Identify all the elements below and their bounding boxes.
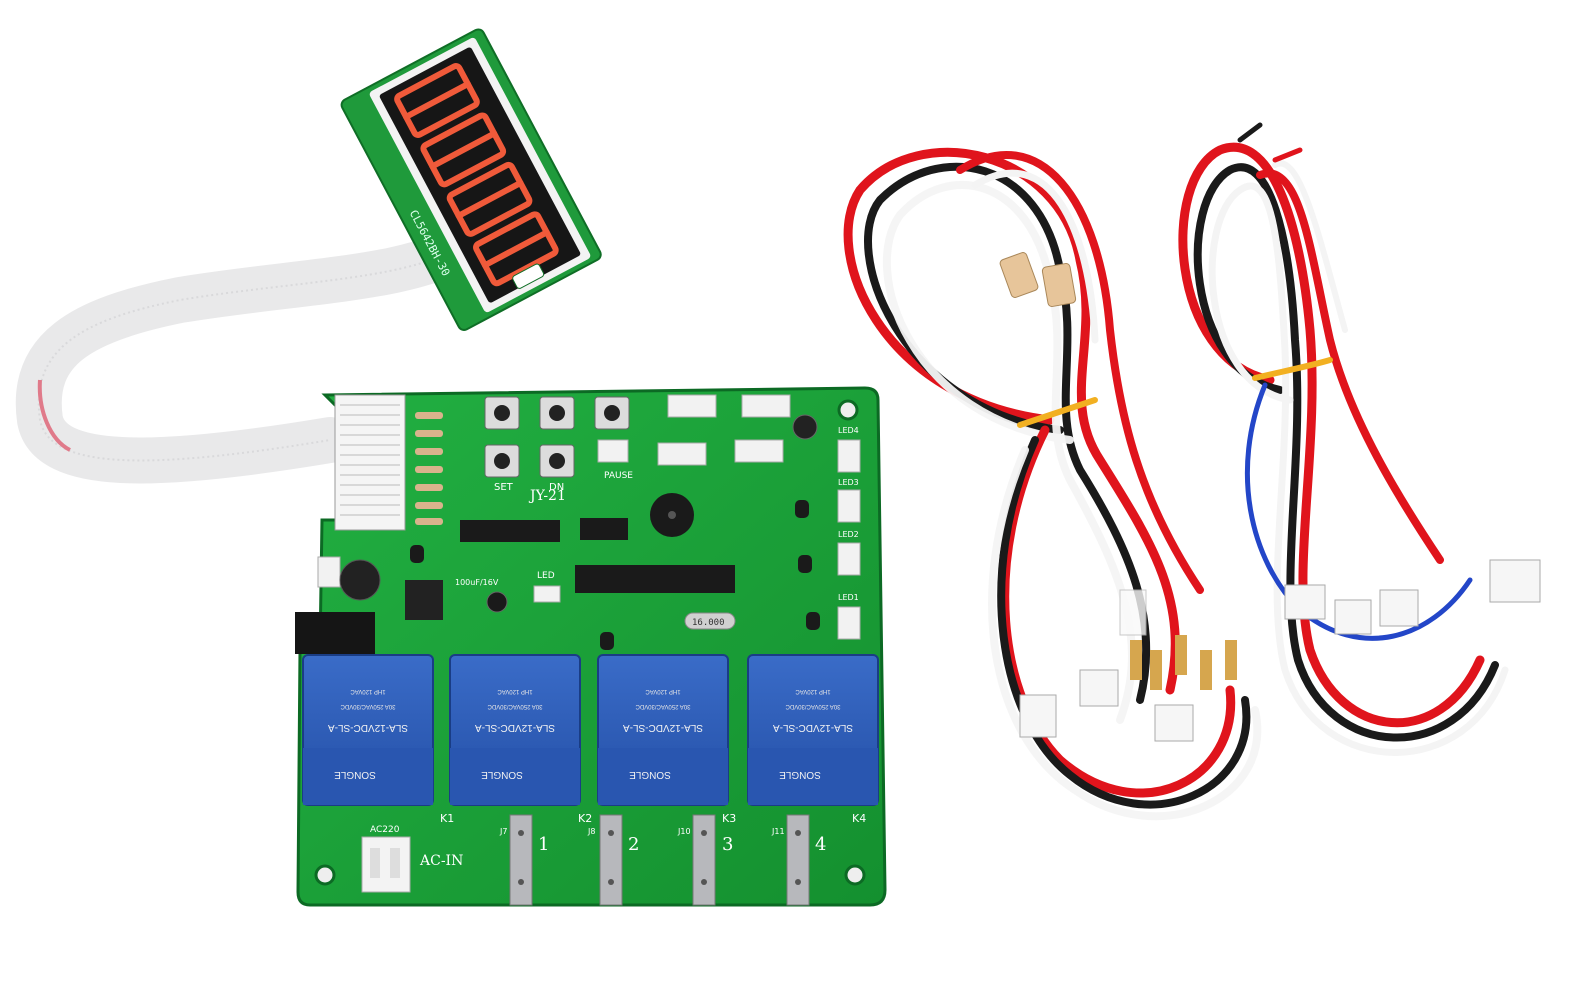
cap-label: 100uF/16V xyxy=(455,578,499,587)
relay-hp: 1HP 120VAC xyxy=(645,688,681,694)
relay-model: SLA-12VDC-SL-A xyxy=(623,722,703,733)
relay-ref: K1 xyxy=(440,812,454,825)
relay-rating: 30A 250VAC/30VDC xyxy=(785,703,841,709)
relay-hp: 1HP 120VAC xyxy=(795,688,831,694)
dc-jack xyxy=(295,612,375,654)
capacitor xyxy=(339,559,381,601)
label-dn: DN xyxy=(549,482,564,493)
display-module: CL5642BH-30 xyxy=(340,28,602,331)
jumper-label: J11 xyxy=(771,827,785,836)
jumper-label: J8 xyxy=(587,827,595,836)
ic-chip xyxy=(580,518,628,540)
resistor-array xyxy=(415,412,443,525)
relay-brand: SONGLE xyxy=(334,769,376,780)
spade-terminals xyxy=(509,814,810,906)
relay-rating: 30A 250VAC/30VDC xyxy=(487,703,543,709)
relay-ref: K4 xyxy=(852,812,866,825)
terminal-number: 4 xyxy=(815,834,826,855)
terminal-number: 3 xyxy=(722,834,733,855)
relay-model: SLA-12VDC-SL-A xyxy=(773,722,853,733)
relay-k2: SLA-12VDC-SL-A SONGLE 30A 250VAC/30VDC 1… xyxy=(449,654,581,806)
header-led3: LED3 xyxy=(838,478,859,487)
jst-connectors xyxy=(317,394,861,640)
header-led4: LED4 xyxy=(838,426,859,435)
relay-brand: SONGLE xyxy=(629,769,671,780)
spade-connectors-1 xyxy=(999,252,1237,742)
crystal xyxy=(684,612,736,630)
ic-chip xyxy=(460,520,560,542)
relay-hp: 1HP 120VAC xyxy=(497,688,533,694)
ribbon-cable xyxy=(15,217,493,484)
seven-segment-display xyxy=(394,63,559,287)
board-model: JY-21 xyxy=(528,488,566,504)
terminal-number: 2 xyxy=(628,834,639,855)
jst-plugs-2 xyxy=(1284,559,1541,635)
capacitor xyxy=(792,414,818,440)
transistors xyxy=(410,500,820,650)
relay-k1: SLA-12VDC-SL-A SONGLE 30A 250VAC/30VDC 1… xyxy=(302,654,434,806)
relay-brand: SONGLE xyxy=(779,769,821,780)
jumper-label: J7 xyxy=(499,827,507,836)
wire-harness-1 xyxy=(843,147,1262,821)
terminal-number: 1 xyxy=(538,834,549,855)
voltage-regulator xyxy=(405,580,443,620)
relay-brand: SONGLE xyxy=(481,769,523,780)
power-rating-label: AC220 xyxy=(370,825,400,835)
relay-model: SLA-12VDC-SL-A xyxy=(328,722,408,733)
microcontroller xyxy=(575,565,735,593)
relay-k4: SLA-12VDC-SL-A SONGLE 30A 250VAC/30VDC 1… xyxy=(747,654,879,806)
ribbon-connector xyxy=(334,394,406,531)
crystal-label: 16.000 xyxy=(692,618,725,628)
jumper-label: J10 xyxy=(677,827,691,836)
tact-switch xyxy=(484,396,630,478)
label-set: SET xyxy=(494,482,514,493)
relay-model: SLA-12VDC-SL-A xyxy=(475,722,555,733)
led-label: LED xyxy=(537,571,555,581)
power-label: AC-IN xyxy=(419,853,463,869)
relay-ref: K3 xyxy=(722,812,736,825)
pcb-board: SET DN PAUSE JY-21 LED4 LED3 LED2 LED1 xyxy=(295,386,887,907)
capacitor xyxy=(486,591,508,613)
relay-hp: 1HP 120VAC xyxy=(350,688,386,694)
relay-k3: SLA-12VDC-SL-A SONGLE 30A 250VAC/30VDC 1… xyxy=(597,654,729,806)
relay-rating: 30A 250VAC/30VDC xyxy=(340,703,396,709)
relay-ref: K2 xyxy=(578,812,592,825)
ac-input-connector xyxy=(361,836,411,893)
header-led1: LED1 xyxy=(838,593,859,602)
header-led2: LED2 xyxy=(838,530,859,539)
label-pause: PAUSE xyxy=(604,471,633,481)
relay-rating: 30A 250VAC/30VDC xyxy=(635,703,691,709)
